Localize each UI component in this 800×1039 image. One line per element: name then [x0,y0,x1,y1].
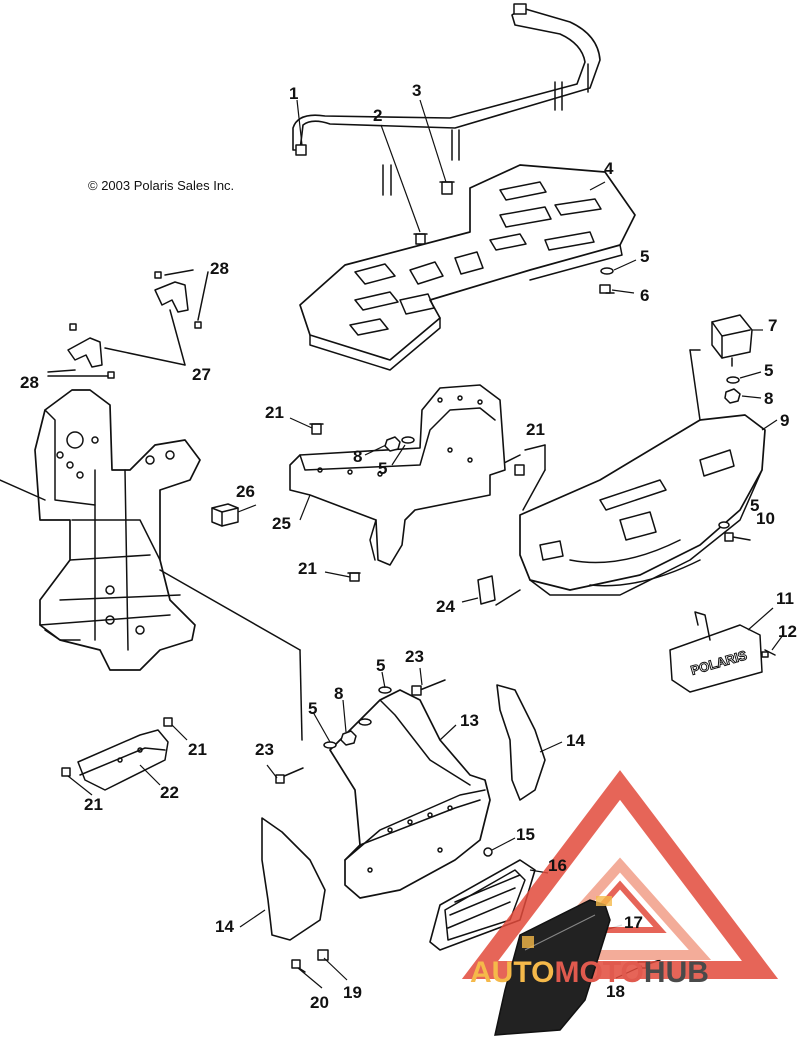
washer-5b [726,376,740,384]
callout-24: 24 [436,597,455,616]
bracket-27a [154,281,189,313]
callout-8: 8 [334,684,344,703]
bolt-21b [514,464,525,476]
copyright-notice: © 2003 Polaris Sales Inc. [88,178,235,193]
callout-5: 5 [640,247,650,266]
callout-5: 5 [750,496,760,515]
callout-22: 22 [160,783,179,802]
fastener-15 [483,847,493,857]
mud-guard-17 [494,896,612,1036]
callout-18: 18 [606,982,625,1001]
lower-bumper-frame-13 [329,689,491,899]
side-shield-14a [496,684,546,801]
bumper-bracket-part-25 [289,384,506,566]
callout-12: 12 [778,622,797,641]
nut-8c [340,730,357,746]
callout-17: 17 [624,913,643,932]
watermark-moto: MOTO [554,956,644,989]
skid-plate-16 [429,859,536,951]
callout-21: 21 [265,403,284,422]
nut-8a [724,388,741,404]
bolt-23b [275,767,304,784]
fastener-20 [291,959,306,973]
callout-19: 19 [343,983,362,1002]
callout-5: 5 [308,699,318,718]
decal-24 [477,575,496,605]
callout-28: 28 [210,259,229,278]
bumper-block-26 [211,503,239,527]
side-shield-14b [261,817,326,941]
callout-15: 15 [516,825,535,844]
callout-23: 23 [405,647,424,666]
callout-5: 5 [376,656,386,675]
washer-5a [600,267,614,275]
bolt-10 [724,532,751,542]
callout-21: 21 [526,420,545,439]
callout-23: 23 [255,740,274,759]
cargo-rack-part [299,164,636,371]
rack-bolt-2 [413,233,428,245]
nut-8b [384,436,401,452]
rack-rail-part [292,3,601,196]
callout-2: 2 [373,106,383,125]
callout-27: 27 [192,365,211,384]
callout-6: 6 [640,286,650,305]
watermark-hub: HUB [643,956,709,989]
callout-16: 16 [548,856,567,875]
callout-13: 13 [460,711,479,730]
callout-14: 14 [566,731,585,750]
callout-9: 9 [780,411,790,430]
bolt-23a [411,679,446,696]
callout-8: 8 [353,447,363,466]
callout-5: 5 [764,361,774,380]
light-box-part-7 [711,314,753,367]
bolt-6 [599,284,615,294]
washer-5c [718,521,730,529]
bolt-28a [154,271,202,329]
washer-5d [401,436,415,444]
callout-21: 21 [188,740,207,759]
bolt-28b [69,323,115,379]
washer-5g [358,718,372,726]
callout-21: 21 [298,559,317,578]
callout-1: 1 [289,84,299,103]
callout-7: 7 [768,316,778,335]
emblem-plate-part-11 [669,611,763,693]
callout-26: 26 [236,482,255,501]
callout-20: 20 [310,993,329,1012]
rack-bolt-3 [439,181,455,195]
callout-11: 11 [776,589,794,608]
front-bumper-part-9 [519,349,766,596]
bolt-21d [163,717,173,727]
callout-4: 4 [604,159,614,178]
callout-10: 10 [756,509,775,528]
watermark-logo: AUTOMOTOHUB [470,958,709,988]
fastener-19 [317,949,329,961]
callout-5: 5 [378,459,388,478]
callout-28: 28 [20,373,39,392]
vehicle-frame [0,389,201,671]
washer-5f [323,741,337,749]
callout-8: 8 [764,389,774,408]
bolt-21a [309,423,324,435]
callout-14: 14 [215,917,234,936]
screw-12 [761,649,776,658]
bracket-27b [67,337,103,368]
callout-25: 25 [272,514,291,533]
bracket-22 [77,729,169,791]
callout-3: 3 [412,81,422,100]
callout-21: 21 [84,795,103,814]
bolt-21e [61,767,71,777]
watermark-auto: AUTO [470,956,555,989]
